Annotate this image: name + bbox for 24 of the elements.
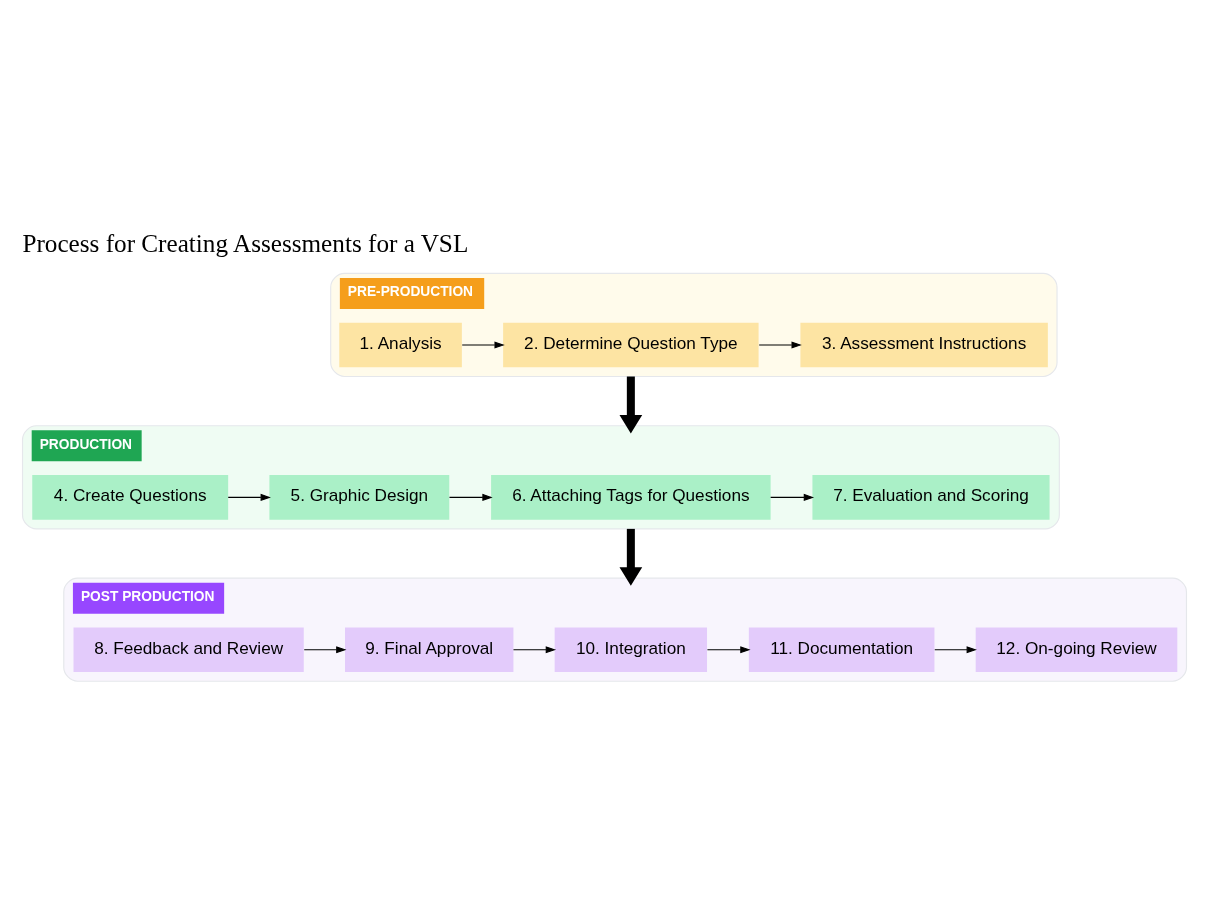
- arrow: [303, 646, 347, 654]
- arrow: [512, 646, 557, 654]
- arrow: [770, 493, 815, 501]
- arrow: [619, 528, 643, 586]
- node-box: 5. Graphic Design: [269, 475, 450, 520]
- node-box: 12. On-going Review: [975, 627, 1178, 673]
- arrow: [758, 341, 802, 349]
- node-box: 10. Integration: [554, 627, 708, 673]
- arrow: [619, 376, 643, 434]
- node-box: 6. Attaching Tags for Questions: [491, 475, 771, 520]
- node-box: 4. Create Questions: [32, 475, 229, 520]
- arrow: [227, 493, 271, 501]
- node-box: 8. Feedback and Review: [73, 627, 304, 673]
- arrow: [461, 341, 505, 349]
- node-box: 1. Analysis: [339, 322, 462, 368]
- node-box: 11. Documentation: [748, 627, 935, 673]
- arrow: [934, 646, 977, 654]
- node-box: 7. Evaluation and Scoring: [812, 475, 1050, 520]
- node-box: 2. Determine Question Type: [503, 322, 759, 368]
- arrow: [448, 493, 493, 501]
- diagram-title: Process for Creating Assessments for a VSL: [22, 230, 469, 258]
- arrow: [706, 646, 751, 654]
- node-box: 9. Final Approval: [345, 627, 514, 673]
- node-box: 3. Assessment Instructions: [800, 322, 1048, 368]
